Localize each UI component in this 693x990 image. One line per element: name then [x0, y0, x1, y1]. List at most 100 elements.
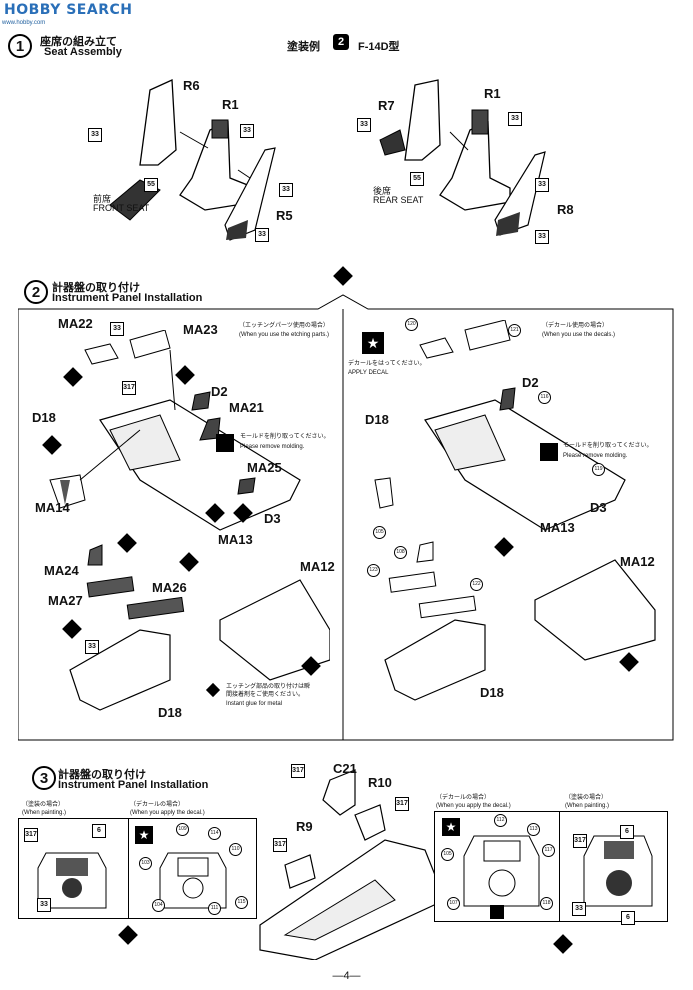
part-label: D2	[522, 375, 539, 390]
step-2-title-jp: 計器盤の取り付け	[52, 282, 140, 294]
color-code: 33	[535, 230, 549, 244]
decal-note-en: (When you use the decals.)	[542, 332, 616, 338]
part-label: D18	[480, 685, 504, 700]
color-code: 33	[37, 898, 51, 912]
apply-decal-jp: デカールをはってください。	[348, 361, 426, 367]
color-code: 6	[92, 824, 106, 838]
part-label: R1	[484, 86, 501, 101]
attach-marker-icon	[333, 266, 353, 286]
step-2-frame	[18, 294, 674, 741]
part-label: MA27	[48, 593, 83, 608]
mold-remove-icon	[490, 905, 504, 919]
part-label: MA13	[218, 532, 253, 547]
part-label: MA14	[35, 500, 70, 515]
cockpit-tub-drawing	[259, 769, 446, 960]
step-1-title-jp: 座席の組み立て	[40, 36, 117, 48]
decal-number: 103	[139, 857, 152, 870]
decal-number: 118	[540, 897, 553, 910]
decal-number: 117	[542, 844, 555, 857]
color-code: 33	[240, 124, 254, 138]
step-3-title-jp: 計器盤の取り付け	[58, 769, 146, 781]
front-seat-jp: 前席	[93, 194, 112, 204]
mold-note-jp: モールドを削り取ってください。	[563, 443, 653, 449]
decal-number: 111	[208, 902, 221, 915]
paint-case-en: (When painting.)	[22, 810, 67, 816]
etch-note-jp: （エッチングパーツ使用の場合）	[239, 323, 329, 329]
star-decal-icon: ★	[442, 818, 460, 836]
step-1-title-en: Seat Assembly	[44, 46, 122, 58]
rear-seat-en: REAR SEAT	[373, 195, 424, 205]
color-code: 33	[508, 112, 522, 126]
color-code: 317	[395, 797, 409, 811]
decal-number: 104	[152, 899, 165, 912]
part-label: MA24	[44, 563, 79, 578]
color-code: 33	[255, 228, 269, 242]
part-label: D3	[590, 500, 607, 515]
step-2-title-en: Instrument Panel Installation	[52, 292, 203, 304]
color-code: 33	[572, 902, 586, 916]
instrument-panel-decal-drawing	[374, 320, 656, 701]
part-label: R8	[557, 202, 574, 217]
attach-marker-icon	[118, 925, 138, 945]
attach-marker-icon	[553, 934, 573, 954]
part-label: MA26	[152, 580, 187, 595]
part-label: MA12	[300, 559, 335, 574]
color-code: 33	[357, 118, 371, 132]
part-label: R7	[378, 98, 395, 113]
color-code: 317	[291, 764, 305, 778]
watermark-sub: www.hobby.com	[2, 20, 46, 26]
part-label: R9	[296, 819, 313, 834]
step-3-title-en: Instrument Panel Installation	[58, 779, 209, 791]
part-label: MA25	[247, 460, 282, 475]
color-code: 317	[273, 838, 287, 852]
part-label: MA21	[229, 400, 264, 415]
glue-note-jp-2: 間接着剤をご使用ください。	[226, 692, 305, 698]
part-label: MA13	[540, 520, 575, 535]
paint-case-jp: （塗装の場合）	[565, 795, 608, 801]
star-decal-icon: ★	[362, 332, 384, 354]
decal-number: 109	[176, 823, 189, 836]
mold-remove-icon	[216, 434, 234, 452]
color-code: 317	[24, 828, 38, 842]
part-label: MA12	[620, 554, 655, 569]
part-label: MA23	[183, 322, 218, 337]
color-code: 55	[410, 172, 424, 186]
decal-number: 110	[229, 843, 242, 856]
color-code: 317	[573, 834, 587, 848]
mold-note-en: Please remove molding.	[563, 453, 628, 459]
color-code: 317	[122, 381, 136, 395]
page-number: —4—	[332, 970, 361, 982]
step-2-number: 2	[24, 280, 48, 304]
part-label: R6	[183, 78, 200, 93]
decal-number: 105	[441, 848, 454, 861]
color-code: 33	[535, 178, 549, 192]
color-code: 33	[85, 640, 99, 654]
part-label: MA22	[58, 316, 93, 331]
rear-seat-jp: 後席	[373, 186, 392, 196]
glue-note-en: Instant glue for metal	[226, 701, 283, 707]
decal-case-jp: （デカールの場合）	[436, 795, 491, 801]
paint-example-number: 2	[333, 34, 349, 50]
etch-note-en: (When you use the etching parts.)	[239, 332, 330, 338]
mold-note-en: Please remove molding.	[240, 444, 305, 450]
decal-number: 121	[508, 324, 521, 337]
paint-case-jp: （塗装の場合）	[22, 802, 65, 808]
step-3-number: 3	[32, 766, 56, 790]
star-decal-icon: ★	[135, 826, 153, 844]
step-1-number: 1	[8, 34, 32, 58]
decal-number: 115	[235, 896, 248, 909]
decal-number: 114	[208, 827, 221, 840]
decal-number: 116	[538, 391, 551, 404]
decal-case-en: (When you apply the decal.)	[436, 803, 511, 809]
apply-decal-en: APPLY DECAL	[348, 370, 389, 376]
part-label: D18	[158, 705, 182, 720]
part-label: C21	[333, 761, 357, 776]
part-label: D2	[211, 384, 228, 399]
decal-number: 120	[405, 318, 418, 331]
part-label: D3	[264, 511, 281, 526]
paint-example-label: 塗装例	[287, 41, 320, 53]
part-label: D18	[32, 410, 56, 425]
decal-note-jp: （デカール使用の場合）	[542, 323, 609, 329]
color-code: 55	[144, 178, 158, 192]
color-code: 6	[620, 825, 634, 839]
